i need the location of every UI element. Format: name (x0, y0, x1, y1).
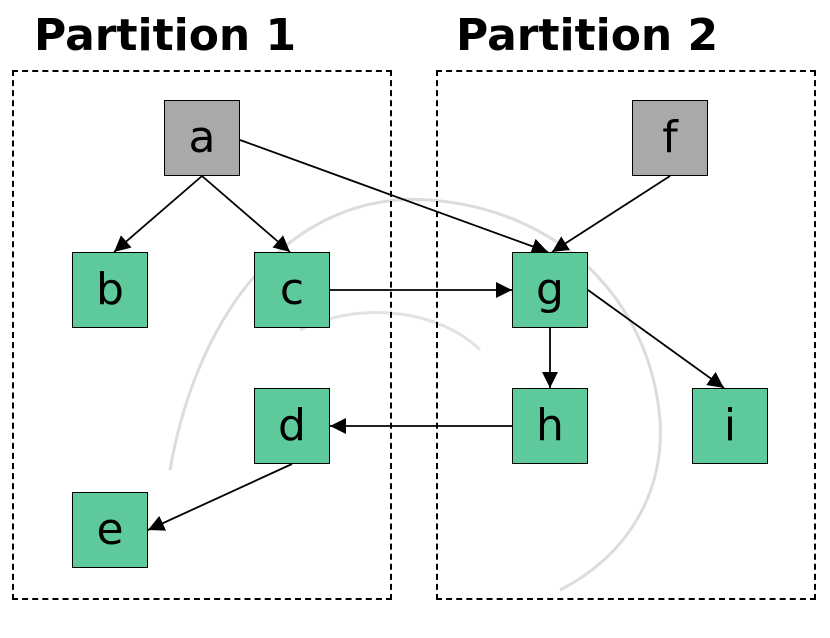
watermark-shape (168, 197, 662, 592)
partition-1-title: Partition 1 (34, 10, 297, 61)
node-d[interactable]: d (254, 388, 330, 464)
node-f[interactable]: f (632, 100, 708, 176)
edge-a-g (239, 139, 549, 255)
edge-a-c (201, 175, 291, 253)
node-b[interactable]: b (72, 252, 148, 328)
edge-f-g (551, 175, 671, 253)
node-c[interactable]: c (254, 252, 330, 328)
edge-d-e (147, 463, 293, 531)
node-a[interactable]: a (164, 100, 240, 176)
node-g[interactable]: g (512, 252, 588, 328)
partition-2-box (436, 70, 816, 600)
partition-1-box (12, 70, 392, 600)
node-h[interactable]: h (512, 388, 588, 464)
partition-2-title: Partition 2 (456, 10, 719, 61)
edge-g-i (587, 289, 725, 389)
node-e[interactable]: e (72, 492, 148, 568)
node-i[interactable]: i (692, 388, 768, 464)
edge-a-b (113, 175, 203, 253)
